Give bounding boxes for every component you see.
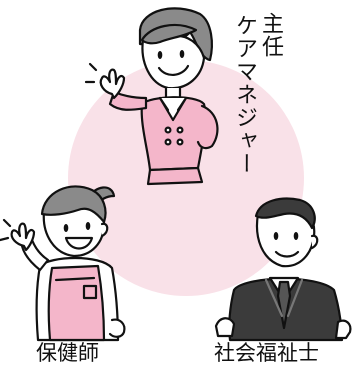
public-health-nurse-label: 保健師 — [36, 341, 99, 365]
nurse-figure-icon — [0, 185, 126, 342]
social-worker-label: 社会福祉士 — [214, 341, 319, 365]
care-manager-title-line-2: ケアマネジャー — [232, 14, 257, 175]
care-manager-figure-icon — [84, 7, 219, 186]
care-manager-title-line-1: 主任 — [258, 12, 283, 58]
social-worker-figure-icon — [214, 197, 352, 342]
